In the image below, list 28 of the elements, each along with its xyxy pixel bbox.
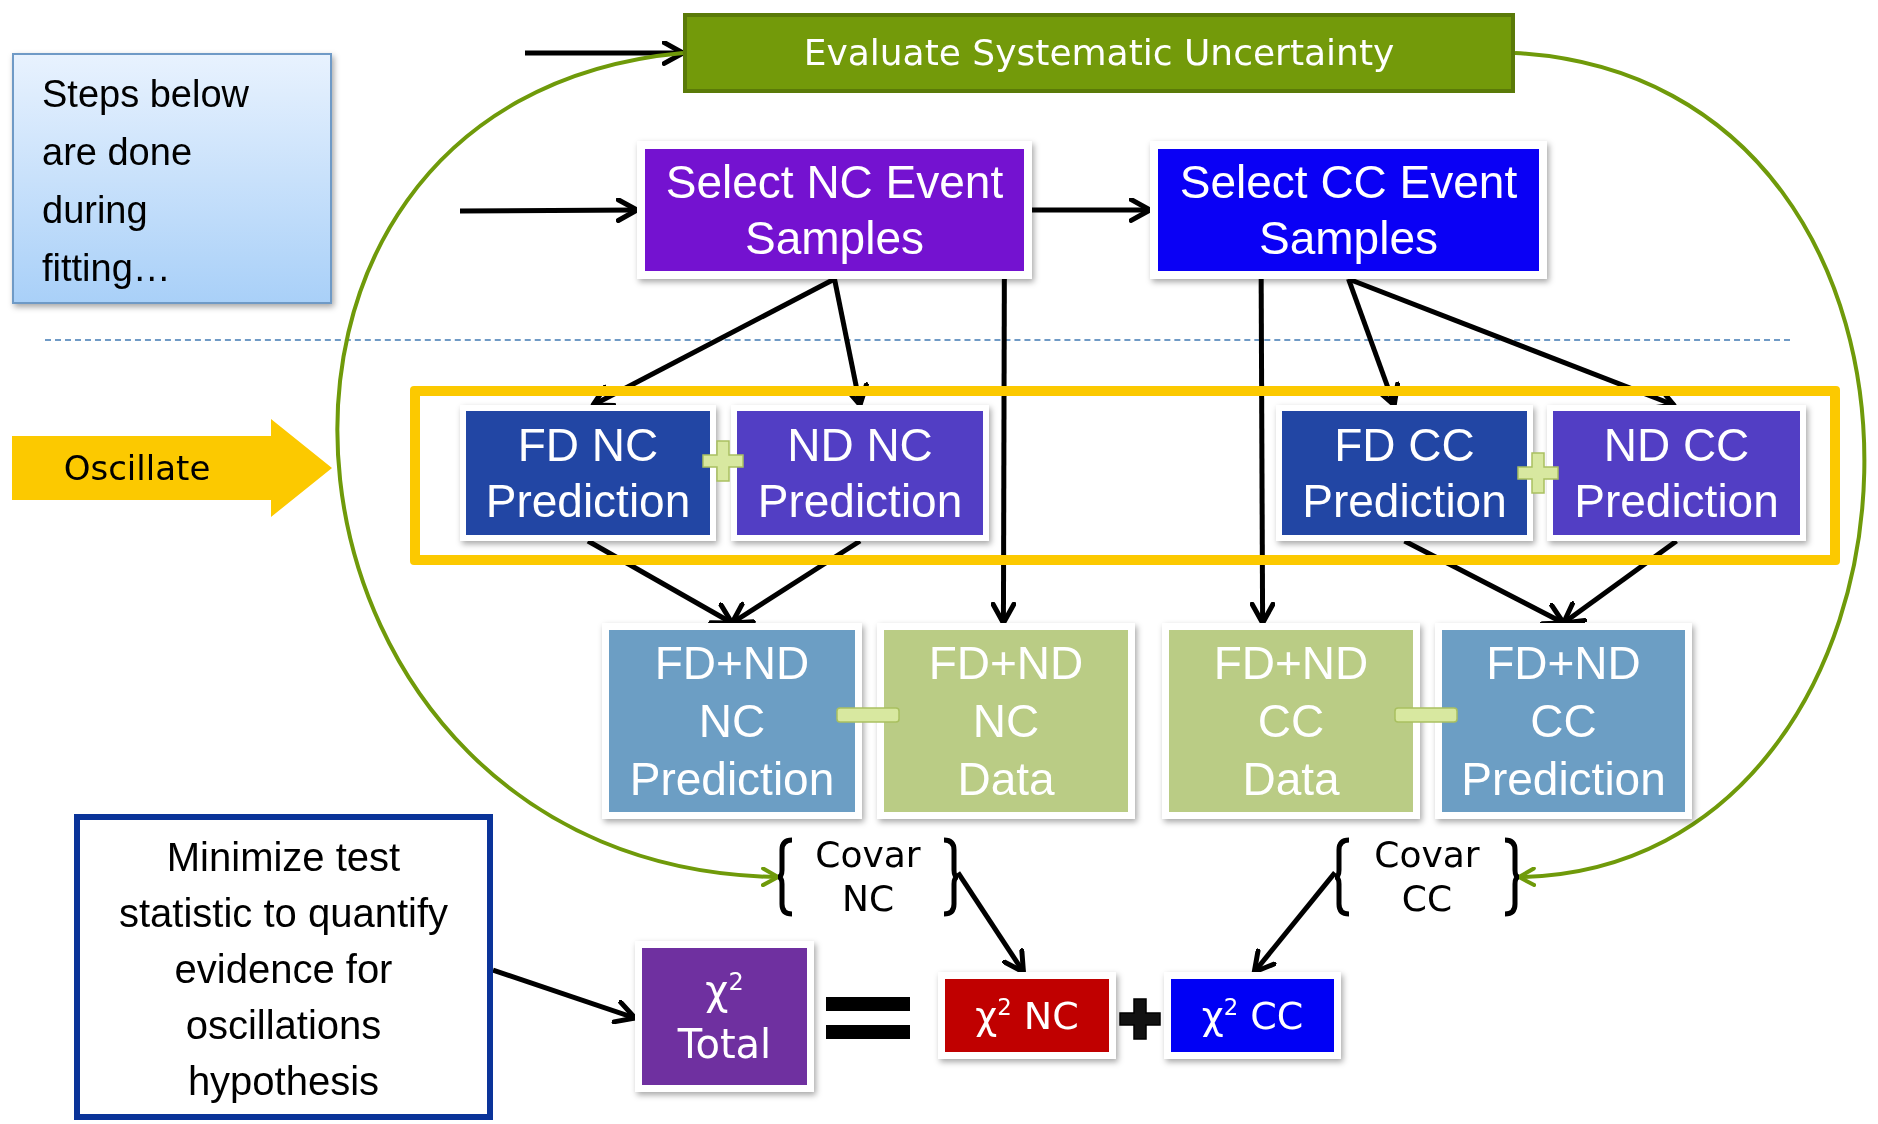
node-text: FD CC Prediction: [1301, 418, 1508, 529]
node-text: χ$^{2}$ CC: [1201, 992, 1304, 1039]
process-box: [683, 13, 1515, 93]
node-text: FD+ND CC Data: [1213, 636, 1369, 807]
node-text: Select NC Event Samples: [664, 155, 1005, 266]
node-text: Minimize test statistic to quantify evidence for oscillations hypothesis: [117, 834, 449, 1105]
arrow: [1514, 51, 1867, 885]
node-text: Oscillate: [63, 448, 211, 488]
callout-arrow: [12, 419, 332, 517]
node-text: Select CC Event Samples: [1178, 155, 1519, 266]
node-text: ND CC Prediction: [1573, 418, 1780, 529]
node-text: Evaluate Systematic Uncertainty: [803, 31, 1395, 75]
node-text: FD+ND NC Prediction: [629, 636, 835, 807]
arrow: [1346, 278, 1401, 408]
arrow: [338, 51, 780, 886]
node-text: Steps below are done during fitting…: [42, 72, 250, 291]
node-text: Covar CC: [1374, 833, 1480, 921]
node-text: FD+ND NC Data: [928, 636, 1084, 807]
node-text: FD+ND CC Prediction: [1461, 636, 1666, 807]
note-box: [12, 53, 332, 304]
text-box: [74, 814, 493, 1120]
node-text: FD NC Prediction: [484, 418, 692, 529]
node-text: Covar NC: [815, 833, 921, 921]
arrow: [832, 278, 869, 408]
node-text: ND NC Prediction: [756, 418, 964, 529]
highlight-frame: [410, 386, 1840, 565]
node-text: χ$^{2}$ Total: [677, 965, 772, 1069]
node-text: χ$^{2}$ NC: [975, 992, 1079, 1039]
